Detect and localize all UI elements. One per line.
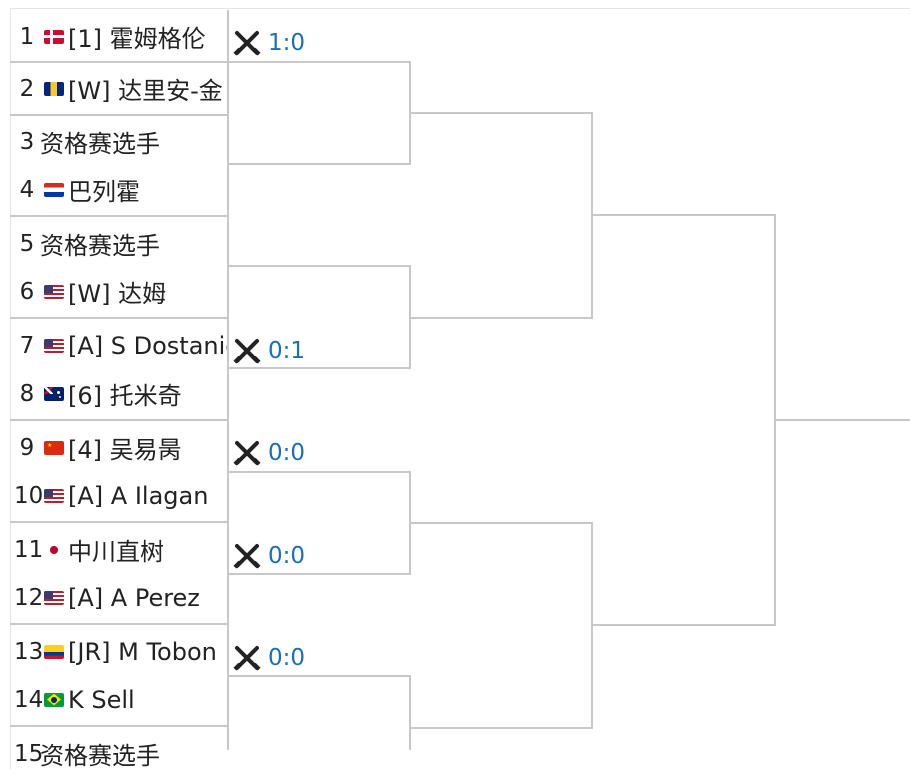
flag-paraguay-icon (44, 182, 64, 197)
seed-number: 4 (19, 176, 35, 203)
seed-number: 12 (14, 584, 44, 611)
flag-usa-icon (44, 284, 64, 299)
player-slot-5[interactable]: 5 资格赛选手 (10, 218, 228, 269)
score-text: 0:0 (268, 645, 306, 671)
match-score-4[interactable]: 0:0 (232, 541, 305, 571)
player-slot-2[interactable]: 2 [W] 达里安-金 (10, 63, 228, 116)
seed-number: 13 (14, 638, 44, 665)
flag-usa-icon (44, 590, 64, 605)
player-slot-9[interactable]: 9 ★ [4] 吴易昺 (10, 422, 228, 473)
seed-number: 9 (19, 434, 35, 461)
flag-japan-icon (44, 542, 64, 557)
seed-number: 5 (19, 230, 35, 257)
player-name: [1] 霍姆格伦 (68, 25, 206, 53)
swords-icon (232, 643, 262, 673)
player-slot-1[interactable]: 1 [1] 霍姆格伦 (10, 12, 228, 63)
player-slot-6[interactable]: 6 [W] 达姆 (10, 266, 228, 319)
match-score-3[interactable]: 0:0 (232, 438, 305, 468)
seed-number: 1 (19, 23, 35, 50)
flag-denmark-icon (44, 29, 64, 44)
player-slot-3[interactable]: 3 资格赛选手 (10, 116, 228, 167)
player-name: 巴列霍 (68, 178, 140, 206)
player-slot-14[interactable]: 14 K Sell (10, 674, 228, 727)
player-name: K Sell (68, 685, 135, 714)
player-name: 资格赛选手 (40, 232, 160, 260)
flag-australia-icon (44, 386, 64, 401)
flag-brazil-icon (44, 692, 64, 707)
player-slot-12[interactable]: 12 [A] A Perez (10, 572, 228, 625)
seed-number: 6 (19, 278, 35, 305)
seed-number: 14 (14, 686, 44, 713)
bracket-frame (10, 8, 910, 769)
player-name: [A] A Ilagan (68, 481, 209, 510)
score-text: 0:0 (268, 440, 306, 466)
match-score-1[interactable]: 1:0 (232, 28, 305, 58)
player-slot-8[interactable]: 8 [6] 托米奇 (10, 368, 228, 421)
r1-connector-1 (228, 61, 411, 165)
r3-connector-1 (592, 214, 776, 626)
seed-number: 11 (14, 536, 44, 563)
player-slot-11[interactable]: 11 中川直树 (10, 524, 228, 575)
swords-icon (232, 438, 262, 468)
player-name: [4] 吴易昺 (68, 436, 182, 464)
player-slot-7[interactable]: 7 [A] S Dostanic (10, 320, 228, 371)
swords-icon (232, 336, 262, 366)
player-name: [A] A Perez (68, 583, 200, 612)
swords-icon (232, 28, 262, 58)
player-slot-10[interactable]: 10 [A] A Ilagan (10, 470, 228, 523)
flag-barbados-icon (44, 81, 64, 96)
flag-colombia-icon (44, 644, 64, 659)
score-text: 0:1 (268, 338, 306, 364)
player-slot-4[interactable]: 4 巴列霍 (10, 164, 228, 217)
flag-usa-icon (44, 488, 64, 503)
flag-china-icon: ★ (44, 440, 64, 455)
player-name: [A] S Dostanic (68, 331, 228, 360)
match-score-2[interactable]: 0:1 (232, 336, 305, 366)
seed-number: 7 (19, 332, 35, 359)
r2-connector-1 (410, 112, 593, 319)
player-slot-13[interactable]: 13 [JR] M Tobon (10, 626, 228, 677)
seed-number: 8 (19, 380, 35, 407)
score-text: 1:0 (268, 30, 306, 56)
bracket-lines (227, 10, 910, 750)
seed-number: 2 (19, 75, 35, 102)
player-name: 中川直树 (68, 538, 164, 566)
match-score-5[interactable]: 0:0 (232, 643, 305, 673)
player-name: [JR] M Tobon (68, 637, 217, 666)
flag-usa-icon (44, 338, 64, 353)
score-text: 0:0 (268, 543, 306, 569)
seed-number: 10 (14, 482, 44, 509)
player-name: [W] 达姆 (68, 280, 167, 308)
swords-icon (232, 541, 262, 571)
r1-connector-4 (228, 675, 411, 750)
player-name: 资格赛选手 (40, 130, 160, 158)
seed-number: 3 (19, 128, 35, 155)
player-name: [6] 托米奇 (68, 382, 182, 410)
r2-connector-2 (410, 522, 593, 729)
player-name: [W] 达里安-金 (68, 77, 223, 105)
